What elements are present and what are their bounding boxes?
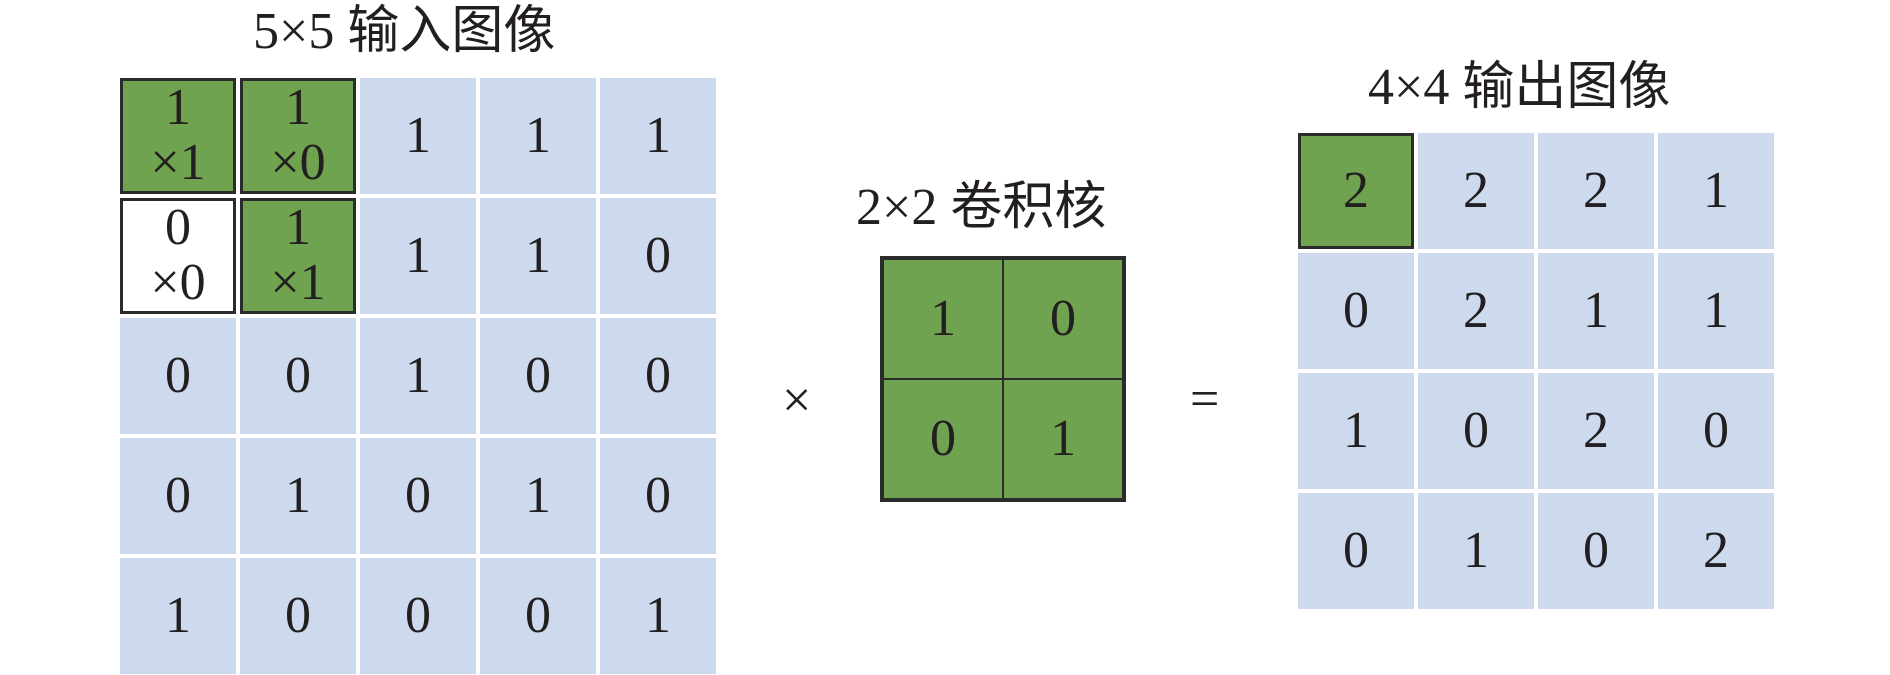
output-cell: 0 bbox=[1658, 373, 1774, 489]
input-cell-value: 1 bbox=[405, 106, 431, 164]
input-cell: 1 bbox=[120, 558, 236, 674]
output-cell: 2 bbox=[1658, 493, 1774, 609]
input-cell-value: 0 bbox=[405, 586, 431, 644]
input-cell: 1 bbox=[360, 198, 476, 314]
input-cell-value: 1 bbox=[285, 199, 311, 257]
kernel-weight-label: ×1 bbox=[270, 254, 326, 311]
input-title: 5×5 输入图像 bbox=[253, 3, 556, 60]
output-cell: 0 bbox=[1298, 253, 1414, 369]
output-cell: 1 bbox=[1538, 253, 1654, 369]
input-cell-value: 1 bbox=[645, 586, 671, 644]
input-cell: 1 bbox=[600, 78, 716, 194]
output-cell: 2 bbox=[1418, 253, 1534, 369]
output-cell: 2 bbox=[1418, 133, 1534, 249]
kernel-cell: 0 bbox=[1003, 259, 1123, 379]
input-cell-value: 1 bbox=[285, 466, 311, 524]
input-cell-value: 0 bbox=[525, 346, 551, 404]
input-cell-value: 1 bbox=[525, 106, 551, 164]
input-cell-value: 1 bbox=[165, 79, 191, 137]
input-cell: 0 bbox=[360, 438, 476, 554]
input-cell-value: 0 bbox=[165, 199, 191, 257]
output-cell: 2 bbox=[1538, 373, 1654, 489]
kernel-weight-label: ×1 bbox=[150, 134, 206, 191]
input-cell-value: 1 bbox=[165, 586, 191, 644]
output-cell: 1 bbox=[1418, 493, 1534, 609]
kernel-weight-label: ×0 bbox=[270, 134, 326, 191]
input-cell: 0 bbox=[600, 198, 716, 314]
input-cell-value: 0 bbox=[405, 466, 431, 524]
input-cell: 1×1 bbox=[120, 78, 236, 194]
input-cell-value: 1 bbox=[645, 106, 671, 164]
input-cell-value: 1 bbox=[405, 346, 431, 404]
input-cell-value: 0 bbox=[645, 226, 671, 284]
multiply-operator: × bbox=[782, 372, 812, 429]
input-cell: 0 bbox=[240, 318, 356, 434]
input-cell: 0 bbox=[120, 438, 236, 554]
output-cell: 1 bbox=[1658, 133, 1774, 249]
input-cell: 1 bbox=[600, 558, 716, 674]
input-cell: 1 bbox=[480, 198, 596, 314]
output-cell: 0 bbox=[1298, 493, 1414, 609]
input-cell: 0 bbox=[600, 438, 716, 554]
input-cell: 1 bbox=[480, 438, 596, 554]
output-cell: 1 bbox=[1658, 253, 1774, 369]
input-cell: 1 bbox=[240, 438, 356, 554]
input-cell: 0 bbox=[120, 318, 236, 434]
output-cell: 0 bbox=[1418, 373, 1534, 489]
input-cell: 1×0 bbox=[240, 78, 356, 194]
input-cell-value: 1 bbox=[405, 226, 431, 284]
input-cell: 1 bbox=[360, 318, 476, 434]
kernel-title: 2×2 卷积核 bbox=[856, 179, 1107, 236]
kernel-cell: 1 bbox=[883, 259, 1003, 379]
input-cell-value: 0 bbox=[165, 466, 191, 524]
input-cell: 0 bbox=[600, 318, 716, 434]
input-cell: 1 bbox=[480, 78, 596, 194]
input-cell: 0 bbox=[480, 558, 596, 674]
output-cell: 2 bbox=[1538, 133, 1654, 249]
input-cell-value: 1 bbox=[525, 466, 551, 524]
output-title: 4×4 输出图像 bbox=[1368, 59, 1671, 116]
output-cell: 1 bbox=[1298, 373, 1414, 489]
equals-operator: = bbox=[1190, 371, 1220, 428]
input-cell: 1×1 bbox=[240, 198, 356, 314]
kernel-cell: 1 bbox=[1003, 379, 1123, 499]
kernel-weight-label: ×0 bbox=[150, 254, 206, 311]
input-cell: 0 bbox=[480, 318, 596, 434]
input-cell-value: 0 bbox=[285, 346, 311, 404]
input-cell-value: 0 bbox=[645, 466, 671, 524]
input-cell: 1 bbox=[360, 78, 476, 194]
input-cell-value: 0 bbox=[645, 346, 671, 404]
input-cell-value: 0 bbox=[525, 586, 551, 644]
output-cell: 0 bbox=[1538, 493, 1654, 609]
input-cell: 0×0 bbox=[120, 198, 236, 314]
input-cell: 0 bbox=[240, 558, 356, 674]
input-cell-value: 0 bbox=[285, 586, 311, 644]
input-cell-value: 1 bbox=[285, 79, 311, 137]
input-cell-value: 1 bbox=[525, 226, 551, 284]
output-cell: 2 bbox=[1298, 133, 1414, 249]
input-cell-value: 0 bbox=[165, 346, 191, 404]
kernel-cell: 0 bbox=[883, 379, 1003, 499]
input-cell: 0 bbox=[360, 558, 476, 674]
